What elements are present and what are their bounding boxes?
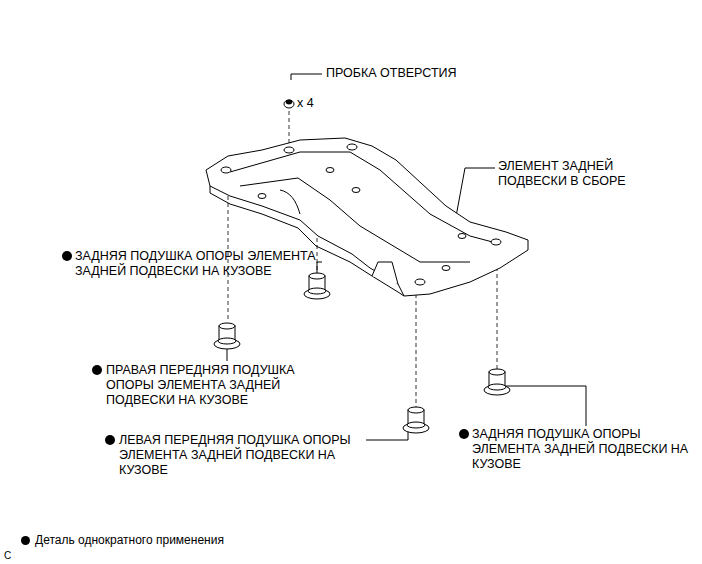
member-holes	[221, 144, 501, 285]
single-use-marks	[62, 251, 469, 445]
part-name: ЭЛЕМЕНТ ЗАДНЕЙ ПОДВЕСКИ В СБОРЕ	[498, 159, 678, 189]
figure-code: C	[4, 548, 24, 563]
part-name: ПРАВАЯ ПЕРЕДНЯЯ ПОДУШКА ОПОРЫ ЭЛЕМЕНТА З…	[106, 363, 338, 408]
bushing	[484, 369, 510, 395]
part-name: ЗАДНЯЯ ПОДУШКА ОПОРЫ ЭЛЕМЕНТА ЗАДНЕЙ ПОД…	[472, 427, 696, 472]
leader-line	[366, 432, 408, 440]
part-name: ЗАДНЯЯ ПОДУШКА ОПОРЫ ЭЛЕМЕНТА ЗАДНЕЙ ПОД…	[75, 249, 333, 279]
single-use-dot	[92, 365, 102, 375]
leader-line	[506, 386, 586, 426]
dashed-line	[416, 294, 417, 410]
single-use-dot	[21, 536, 30, 545]
bushing	[403, 407, 429, 433]
dashed-line	[317, 238, 318, 272]
member-rib	[230, 152, 500, 244]
single-use-dot	[459, 429, 469, 439]
legend-text: Деталь однократного применения	[35, 533, 224, 547]
part-name: ПРОБКА ОТВЕРСТИЯ	[326, 66, 546, 81]
member-rib	[280, 190, 300, 214]
quantity-label: x 4	[297, 96, 337, 111]
bushings	[214, 273, 510, 433]
bushing	[214, 323, 240, 349]
single-use-dot	[105, 435, 115, 445]
bushing	[304, 273, 330, 299]
leader-line	[227, 349, 228, 361]
leader-line	[455, 168, 495, 222]
part-name: ЛЕВАЯ ПЕРЕДНЯЯ ПОДУШКА ОПОРЫ ЭЛЕМЕНТА ЗА…	[119, 433, 363, 478]
leader-line	[291, 74, 322, 80]
hole-plug	[284, 100, 294, 108]
single-use-dot	[62, 251, 72, 261]
member-bracket	[372, 262, 398, 284]
member-edge	[210, 186, 404, 296]
